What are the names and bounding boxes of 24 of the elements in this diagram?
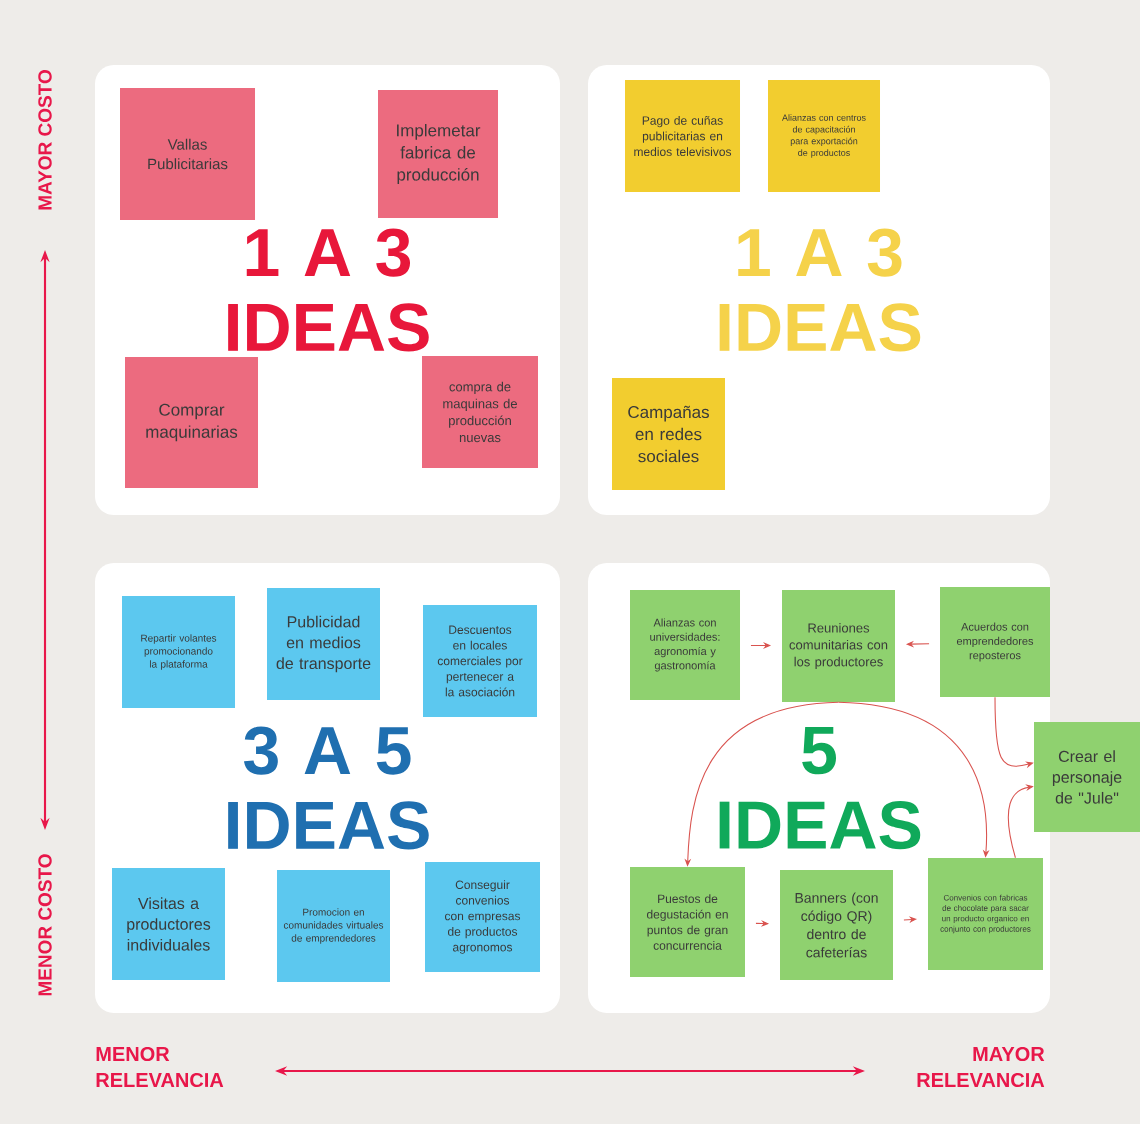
sticky-note: Puestos de degustación en puntos de gran concurrencia bbox=[630, 867, 745, 977]
sticky-note: Promocion en comunidades virtuales de emprendedores bbox=[277, 870, 390, 982]
axis-label: MAYOR RELEVANCIA bbox=[917, 1046, 1045, 1088]
sticky-note: compra de maquinas de producción nuevas bbox=[422, 356, 538, 468]
sticky-note: Alianzas con centros de capacitación para exportación de productos bbox=[768, 80, 880, 192]
sticky-note: Implemetar fabrica de producción bbox=[378, 90, 498, 218]
sticky-note: Comprar maquinarias bbox=[125, 357, 258, 488]
sticky-note: Banners (con código QR) dentro de cafeterías bbox=[780, 870, 893, 980]
sticky-note: Visitas a productores individuales bbox=[112, 868, 225, 980]
sticky-note: Pago de cuñas publicitarias en medios televisivos bbox=[625, 80, 740, 192]
sticky-note: Publicidad en medios de transporte bbox=[267, 588, 380, 700]
sticky-note: Campañas en redes sociales bbox=[612, 378, 725, 490]
sticky-note: Conseguir convenios con empresas de productos agronomos bbox=[425, 862, 540, 972]
sticky-note: Repartir volantes promocionando la plataforma bbox=[122, 596, 235, 708]
axis-label: MENOR COSTO bbox=[38, 854, 52, 996]
sticky-note: Descuentos en locales comerciales por pertenecer a la asociación bbox=[423, 605, 537, 717]
sticky-note: Crear el personaje de "Jule" bbox=[1034, 722, 1140, 832]
sticky-note: Alianzas con universidades: agronomía y gastronomía bbox=[630, 590, 740, 700]
sticky-note: Vallas Publicitarias bbox=[120, 88, 255, 220]
sticky-note: Acuerdos con emprendedores reposteros bbox=[940, 587, 1050, 697]
sticky-note: Convenios con fabricas de chocolate para sacar un producto organico en conjunto con productores bbox=[928, 858, 1043, 970]
axis-label: MENOR RELEVANCIA bbox=[96, 1046, 224, 1088]
sticky-note: Reuniones comunitarias con los productores bbox=[782, 590, 895, 702]
axis-label: MAYOR COSTO bbox=[38, 70, 52, 210]
